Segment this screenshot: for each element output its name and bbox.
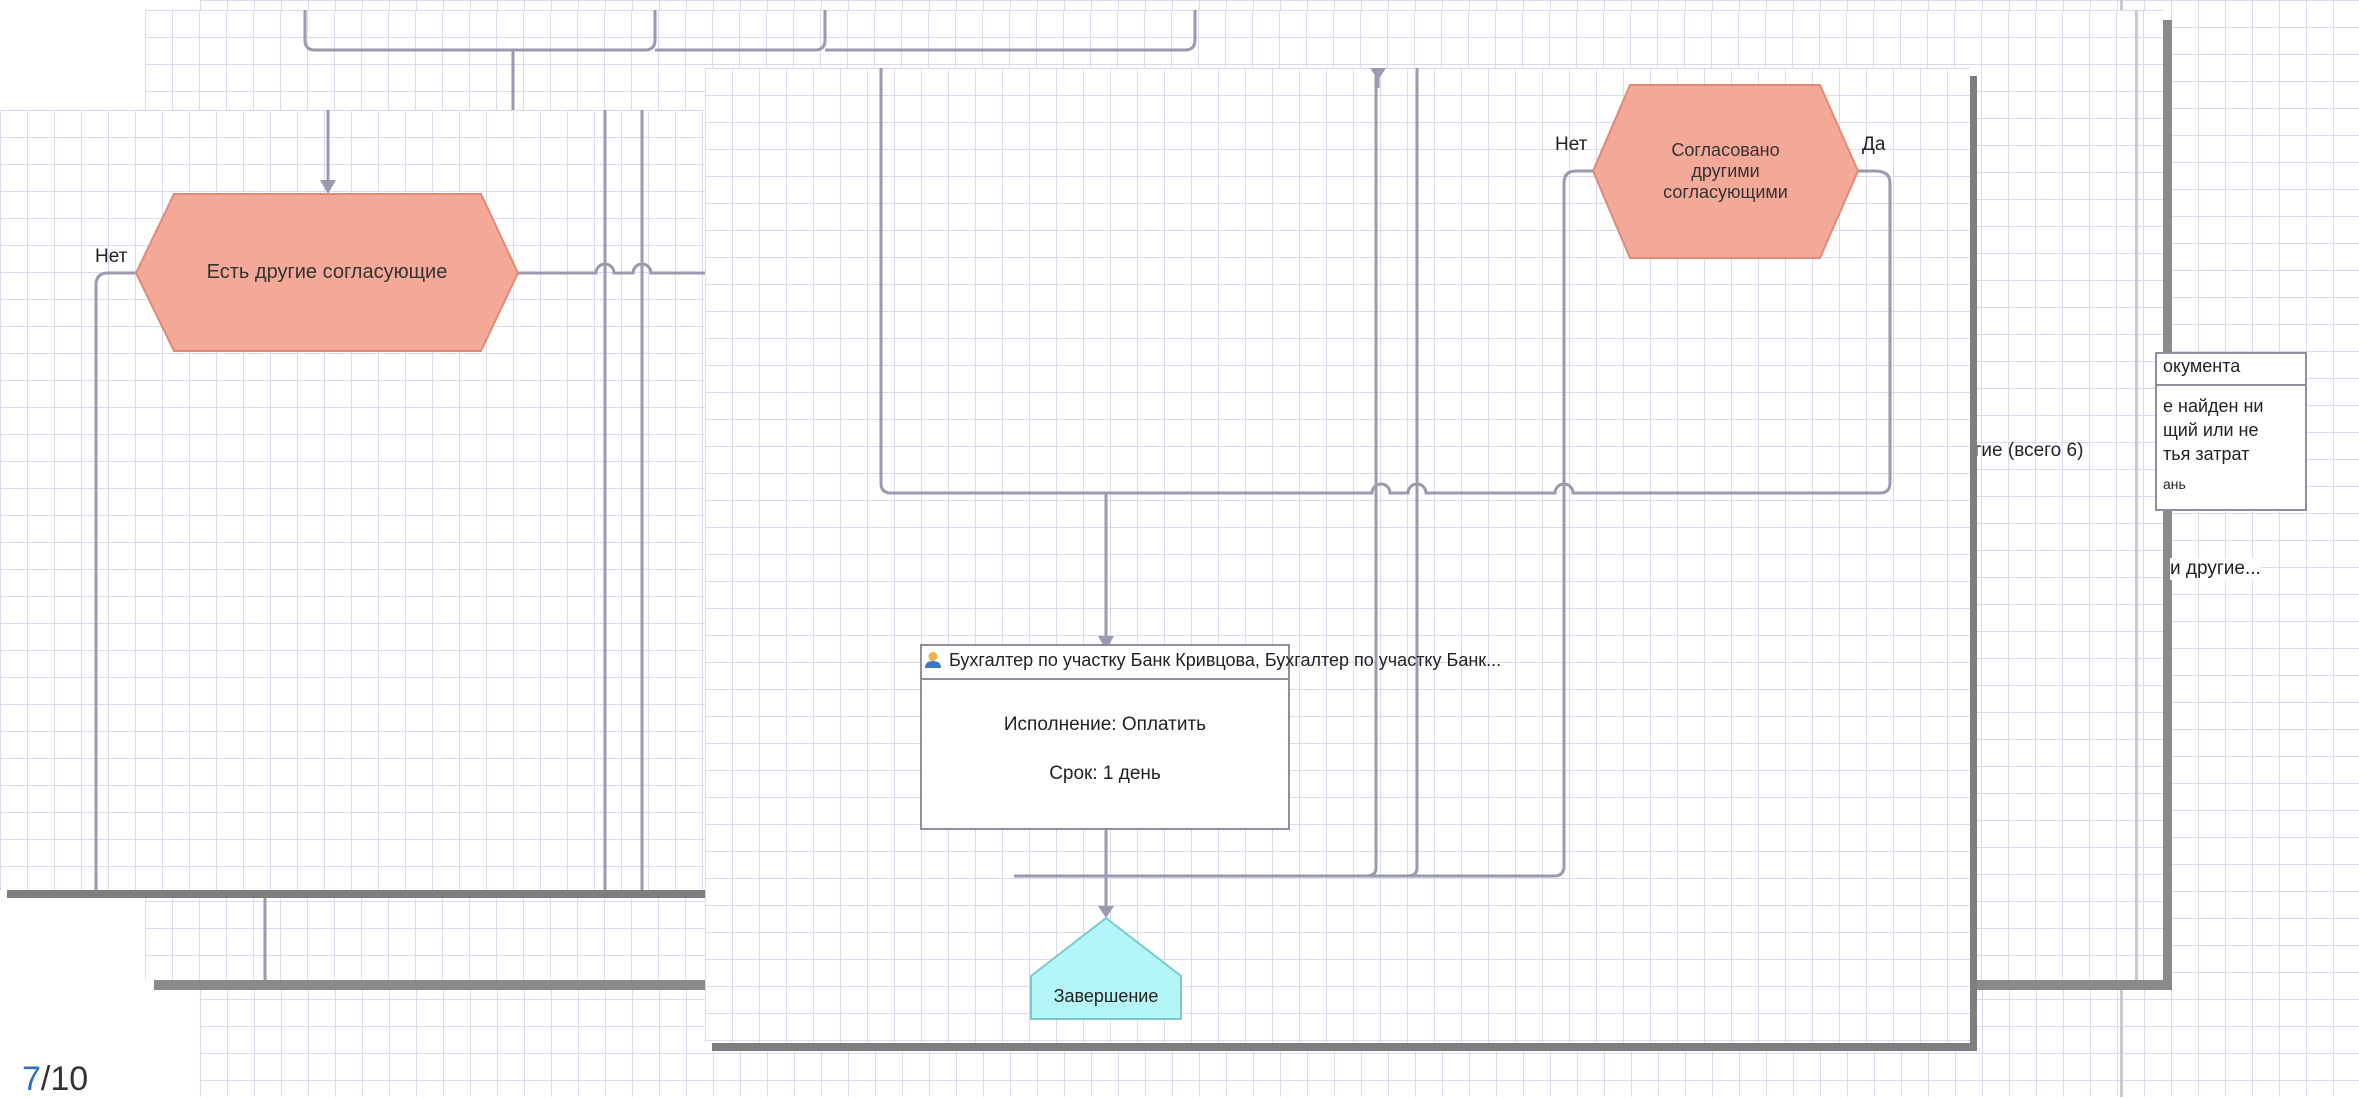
task-action: Исполнение: Оплатить xyxy=(1003,714,1207,735)
branch-no-label: Нет xyxy=(95,246,128,267)
doc-box-line-1: е найден ни xyxy=(2163,396,2264,416)
end-node[interactable]: Завершение xyxy=(1031,973,1181,1019)
document-info-box: окумента е найден ни щий или не тья затр… xyxy=(2155,352,2307,511)
diagram-sheet-left: Есть другие согласующие Нет xyxy=(0,110,760,890)
doc-box-line-3: тья затрат xyxy=(2163,444,2250,464)
branch-no-label: Нет xyxy=(1555,134,1588,155)
task-header xyxy=(922,646,1288,680)
decision-other-approvers-label: Есть другие согласующие xyxy=(206,261,448,283)
text-others-total: угие (всего 6) xyxy=(1965,440,2084,461)
doc-box-header: окумента xyxy=(2163,356,2241,376)
decision-approved-shape xyxy=(1591,84,1860,259)
decision-approved-by-others[interactable]: Согласовано другими согласующими xyxy=(1593,85,1858,258)
task-assignees: Бухгалтер по участку Банк Кривцова, Бухг… xyxy=(949,649,1502,670)
middle-connectors xyxy=(263,10,1197,980)
arrowhead-icon xyxy=(1098,636,1114,650)
doc-box-line-2: щий или не xyxy=(2163,420,2259,440)
front-connectors xyxy=(879,68,1892,1020)
task-block[interactable]: Исполнение: Оплатить Срок: 1 день xyxy=(920,644,1290,830)
end-node-shape xyxy=(1030,916,1182,1020)
page-total: /10 xyxy=(40,1060,89,1098)
arrowhead-icon xyxy=(1370,68,1386,80)
decision-other-approvers[interactable]: Есть другие согласующие xyxy=(136,194,518,351)
user-icon xyxy=(924,651,942,669)
decision-approved-line-2: другими xyxy=(1691,161,1760,181)
decision-approved-line-1: Согласовано xyxy=(1671,140,1780,160)
page-current: 7 xyxy=(22,1060,41,1098)
diagram-sheet-front: Согласовано другими согласующими Нет Да … xyxy=(705,68,1970,1043)
decision-approved-line-3: согласующими xyxy=(1663,182,1788,202)
arrowhead-icon xyxy=(1098,906,1114,918)
task-deadline: Срок: 1 день xyxy=(1049,763,1161,784)
decision-other-approvers-shape xyxy=(134,193,520,352)
branch-yes-label: Да xyxy=(1862,134,1886,155)
end-node-label: Завершение xyxy=(1053,985,1159,1006)
text-and-others: и другие... xyxy=(2170,558,2261,580)
left-connectors xyxy=(94,110,760,890)
task-header-row: Бухгалтер по участку Банк Кривцова, Бухг… xyxy=(924,646,1501,674)
doc-box-line-4: ань xyxy=(2163,476,2186,492)
arrowhead-icon xyxy=(320,180,336,194)
page-counter: 7/10 xyxy=(22,1060,88,1099)
